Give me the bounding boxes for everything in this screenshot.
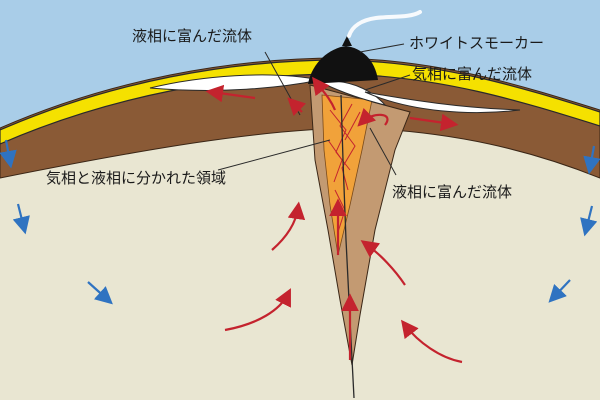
label-white-smoker: ホワイトスモーカー — [409, 35, 545, 52]
arrow-blue-right-low — [548, 279, 571, 303]
label-liquid-rich-fluid-right: 液相に富んだ流体 — [392, 184, 513, 201]
label-vapor-rich-fluid: 気相に富んだ流体 — [412, 66, 533, 83]
arrow-red-lower-left — [224, 288, 291, 332]
arrow-blue-left-low — [87, 281, 113, 305]
hot-flow-arrows — [205, 76, 463, 364]
leader-separated — [217, 139, 331, 171]
leader-white-smoker — [359, 43, 405, 53]
smoker-tip — [342, 36, 352, 46]
arrow-red-upflow-1 — [357, 108, 389, 127]
arrow-red-upflow-2 — [312, 76, 337, 111]
arrow-red-up-left — [271, 201, 306, 251]
label-phase-separation-zone: 気相と液相に分かれた領域 — [46, 170, 227, 187]
smoker-chimney — [308, 46, 378, 84]
arrow-red-crust-left — [205, 84, 256, 103]
leader-vapor — [364, 74, 411, 91]
vapor-lens-right — [364, 91, 521, 114]
smoker-plume — [347, 10, 422, 38]
cold-flow-arrows — [0, 139, 600, 305]
arrow-red-crust-right — [409, 113, 459, 132]
label-liquid-rich-fluid-top: 液相に富んだ流体 — [132, 28, 253, 45]
arrow-red-right-mid — [360, 240, 406, 286]
arrow-red-crust-center — [287, 97, 307, 117]
mantle — [0, 89, 600, 400]
central-fault — [340, 94, 355, 399]
arrow-blue-left-mid — [12, 203, 30, 235]
leader-liquid-right — [369, 127, 397, 176]
arrow-blue-left-top — [0, 139, 17, 169]
arrow-blue-right-top — [583, 145, 600, 175]
arrow-red-bottom-right — [400, 319, 463, 364]
arrow-blue-right-mid — [580, 205, 598, 237]
